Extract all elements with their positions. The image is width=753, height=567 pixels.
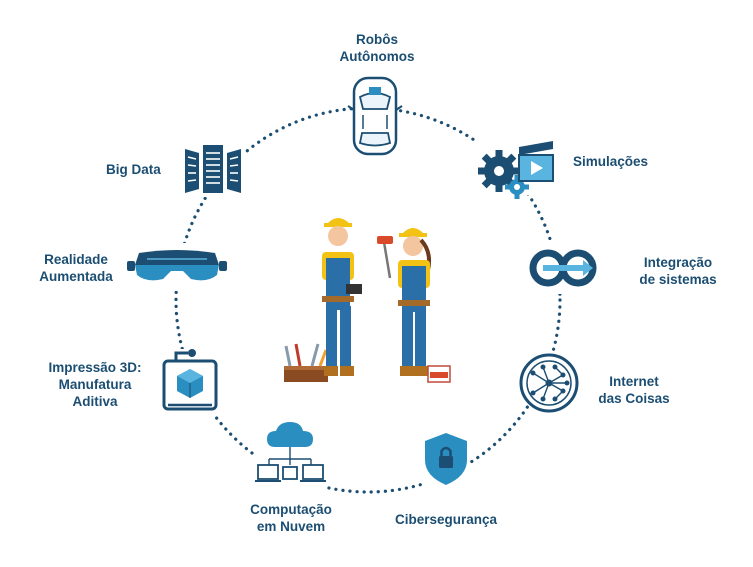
vr-headset-icon <box>127 243 227 291</box>
label-internet-coisas: Internet das Coisas <box>598 374 670 406</box>
3d-printer-icon <box>160 349 220 415</box>
female-worker <box>377 228 432 376</box>
autonomous-car-icon <box>347 76 403 156</box>
label-impressao-3d: Impressão 3D: Manufatura Aditiva <box>48 360 142 409</box>
label-ciberseguranca: Cibersegurança <box>395 512 498 527</box>
workers-illustration <box>284 218 451 383</box>
male-worker <box>322 218 362 376</box>
gears-clapperboard-icon <box>475 133 559 199</box>
toolbox-icon <box>284 343 328 382</box>
label-computacao-nuvem: Computação em Nuvem <box>250 502 332 534</box>
shield-lock-icon <box>422 428 470 488</box>
paint-can-icon <box>427 365 451 383</box>
network-globe-icon <box>519 353 579 413</box>
dotted-ring <box>174 106 562 494</box>
infinity-loop-icon <box>529 240 597 294</box>
label-integracao-sistemas: Integração de sistemas <box>639 255 717 287</box>
server-racks-icon <box>181 143 245 197</box>
cloud-devices-icon <box>255 422 327 488</box>
label-simulacoes: Simulações <box>573 154 649 169</box>
label-big-data: Big Data <box>106 162 161 177</box>
label-realidade-aumentada: Realidade Aumentada <box>39 252 113 284</box>
label-robos-autonomos: Robôs Autônomos <box>339 32 415 64</box>
